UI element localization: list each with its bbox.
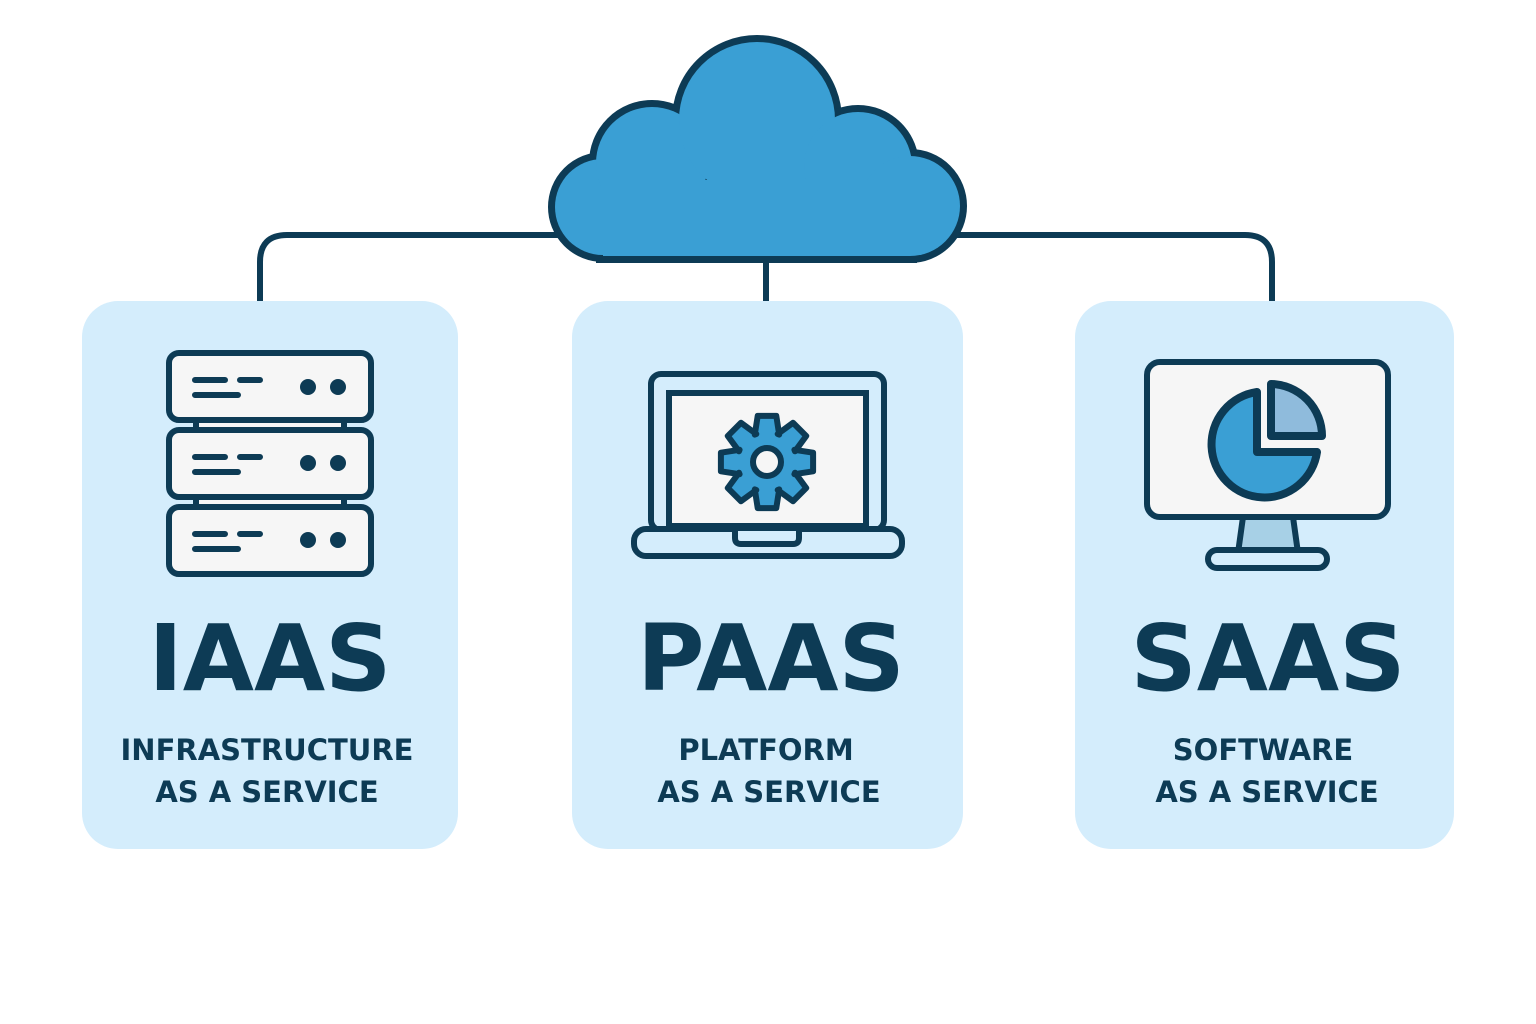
iaas-subtitle-line1: INFRASTRUCTURE xyxy=(121,733,414,767)
iaas-subtitle-line2: AS A SERVICE xyxy=(155,775,378,809)
saas-title: SAAS xyxy=(1131,605,1406,712)
gear-icon xyxy=(717,412,817,512)
connector-iaas xyxy=(257,232,560,315)
paas-subtitle-line2: AS A SERVICE xyxy=(657,775,880,809)
saas-subtitle-line2: AS A SERVICE xyxy=(1155,775,1378,809)
connector-saas xyxy=(950,232,1275,315)
paas-title: PAAS xyxy=(637,605,905,712)
monitor-pie-chart-icon xyxy=(1144,359,1391,571)
server-icon xyxy=(166,350,374,577)
iaas-title: IAAS xyxy=(149,605,392,712)
laptop-gear-icon xyxy=(631,371,905,559)
paas-subtitle-line1: PLATFORM xyxy=(678,733,853,767)
saas-subtitle-line1: SOFTWARE xyxy=(1173,733,1353,767)
cloud-icon xyxy=(548,35,967,263)
